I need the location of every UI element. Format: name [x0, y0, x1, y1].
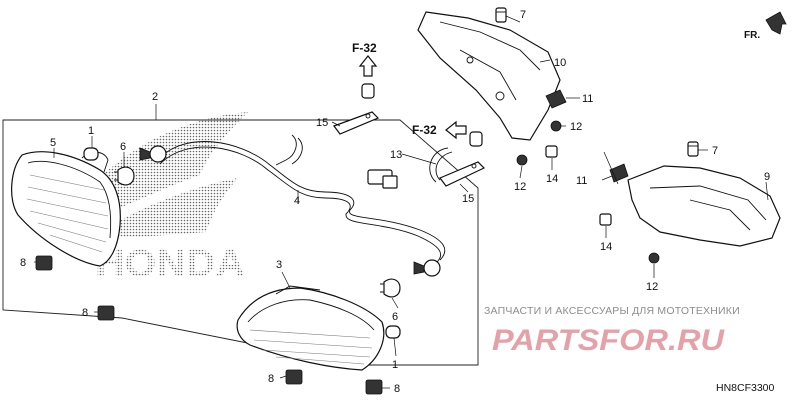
grommet-ref-upper — [361, 83, 375, 99]
assembly-frame — [2, 119, 479, 366]
clip-upper — [545, 89, 567, 109]
callout-14-upper: 14 — [546, 173, 558, 185]
callout-10: 10 — [554, 57, 566, 69]
wire-harness — [157, 134, 446, 264]
callout-9: 9 — [764, 171, 770, 183]
grommet-left-lower — [97, 305, 115, 321]
callout-8-right-upper: 8 — [268, 373, 274, 385]
callout-1-right: 1 — [392, 359, 398, 371]
callout-15-upper: 15 — [316, 117, 328, 129]
left-bulb-cap — [83, 147, 99, 161]
clip-lower — [609, 163, 629, 183]
callout-12-upper: 12 — [570, 121, 582, 133]
lower-cover — [627, 165, 781, 247]
honda-brand-text: HONDA — [95, 243, 245, 285]
callout-14-lower: 14 — [600, 241, 612, 253]
callout-3: 3 — [276, 259, 282, 271]
callout-11-upper: 11 — [582, 93, 593, 105]
callout-8-right-lower: 8 — [394, 383, 400, 395]
leader-lines — [34, 15, 769, 389]
callout-8-left-lower: 8 — [82, 307, 88, 319]
callout-7-upper: 7 — [520, 9, 526, 21]
ref-label-upper: F-32 — [352, 41, 377, 55]
wire-band — [429, 147, 453, 183]
watermark-logo: PARTSFOR.RU — [492, 324, 725, 357]
screw-c — [648, 252, 660, 264]
ref-label-lower: F-32 — [412, 123, 437, 137]
upper-cover — [417, 11, 561, 141]
callout-11-lower: 11 — [576, 175, 587, 187]
bolt-lower — [687, 141, 699, 157]
grommet-right-upper — [285, 369, 303, 385]
callout-7-lower: 7 — [712, 145, 718, 157]
grommet-ref-lower — [469, 131, 483, 147]
watermark-title: ЗАПЧАСТИ И АКСЕССУАРЫ ДЛЯ МОТОТЕХНИКИ — [484, 305, 740, 317]
bracket-lower — [439, 161, 486, 187]
callout-2: 2 — [152, 91, 158, 103]
callout-12-middle: 12 — [514, 181, 526, 193]
bolt-upper — [495, 7, 507, 23]
bracket-upper — [333, 111, 380, 135]
diagram-code: HN8CF3300 — [716, 382, 775, 394]
callout-5: 5 — [50, 137, 56, 149]
forward-arrow-icon — [765, 11, 787, 35]
screw-b — [550, 120, 562, 132]
nut-upper — [545, 145, 558, 158]
right-headlight — [236, 285, 385, 371]
right-socket — [413, 259, 441, 277]
left-bulb — [114, 166, 135, 186]
ref-arrow-up — [358, 55, 378, 77]
right-bulb — [380, 278, 401, 298]
callout-13: 13 — [390, 149, 402, 161]
callout-4: 4 — [294, 195, 300, 207]
callout-6-right: 6 — [392, 311, 398, 323]
grommet-left-upper — [35, 255, 53, 271]
left-headlight — [11, 151, 121, 267]
left-socket — [139, 145, 167, 163]
forward-direction-label: FR. — [744, 30, 760, 41]
callout-6-left: 6 — [120, 141, 126, 153]
callout-8-left-upper: 8 — [20, 257, 26, 269]
screw-a — [516, 154, 528, 166]
grommet-right-lower — [365, 379, 383, 395]
nut-lower — [599, 213, 612, 226]
right-bulb-cap — [385, 325, 401, 339]
callout-15-lower: 15 — [462, 193, 474, 205]
callout-12-lower: 12 — [646, 281, 658, 293]
callout-1-left: 1 — [88, 125, 94, 137]
ref-arrow-left — [445, 120, 467, 140]
